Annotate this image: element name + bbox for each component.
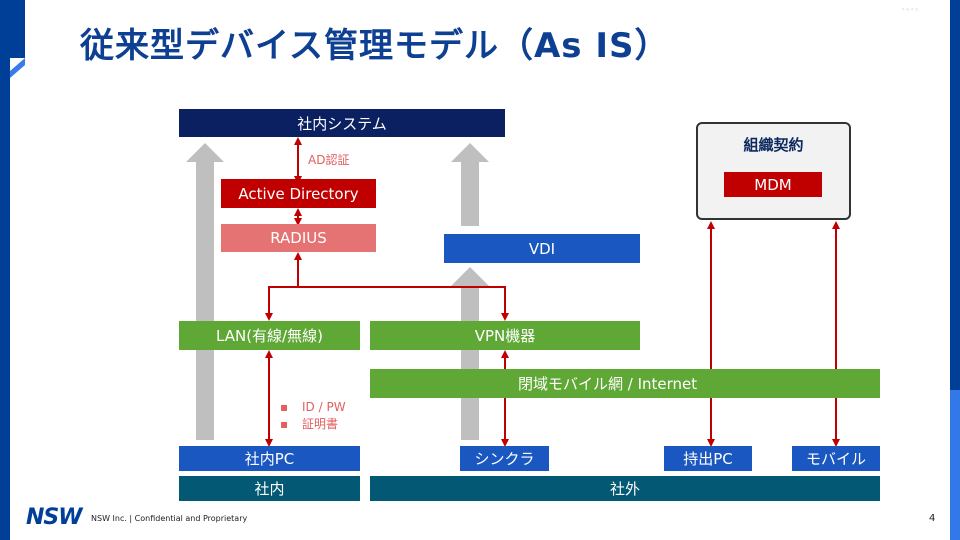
- left-brand-notch: [10, 0, 25, 58]
- internal-system-node: 社内システム: [179, 109, 505, 137]
- mdm-node: MDM: [724, 172, 822, 197]
- watermark: ﾞﾟﾞﾟ: [902, 9, 922, 19]
- lan-node: LAN(有線/無線): [179, 321, 360, 350]
- gray-arrow-thinclient: [451, 267, 489, 440]
- org-contract-box: [696, 122, 851, 220]
- auth-method-item: ▪証明書: [280, 417, 339, 431]
- active-directory-node: Active Directory: [221, 179, 376, 208]
- slide-title: 従来型デバイス管理モデル（As IS）: [80, 26, 670, 66]
- ad-auth-label: AD認証: [308, 153, 350, 167]
- zone-external: 社外: [370, 476, 880, 501]
- thin-client-node: シンクラ: [460, 446, 549, 471]
- connector-radius-fork: [268, 286, 506, 314]
- gray-arrow-vdi: [451, 143, 489, 226]
- vdi-node: VDI: [444, 234, 640, 263]
- laptop-node: 持出PC: [664, 446, 752, 471]
- mobile-network-node: 閉域モバイル網 / Internet: [370, 369, 880, 398]
- left-brand-bar: [0, 0, 10, 540]
- footer-confidential: NSW Inc. | Confidential and Proprietary: [91, 514, 248, 523]
- org-contract-label: 組織契約: [743, 136, 804, 154]
- right-brand-bar-bottom: [950, 390, 960, 540]
- radius-node: RADIUS: [221, 224, 376, 252]
- auth-method-item: ▪ID / PW: [280, 400, 346, 414]
- internal-pc-node: 社内PC: [179, 446, 360, 471]
- vpn-node: VPN機器: [370, 321, 640, 350]
- mobile-node: モバイル: [792, 446, 880, 471]
- zone-internal: 社内: [179, 476, 360, 501]
- gray-arrow-internal: [186, 143, 224, 440]
- page-number: 4: [929, 513, 936, 524]
- auth-methods-list: ▪ID / PW ▪証明書: [280, 399, 346, 433]
- nsw-logo: NSW: [26, 505, 83, 530]
- right-brand-bar-top: [950, 0, 960, 390]
